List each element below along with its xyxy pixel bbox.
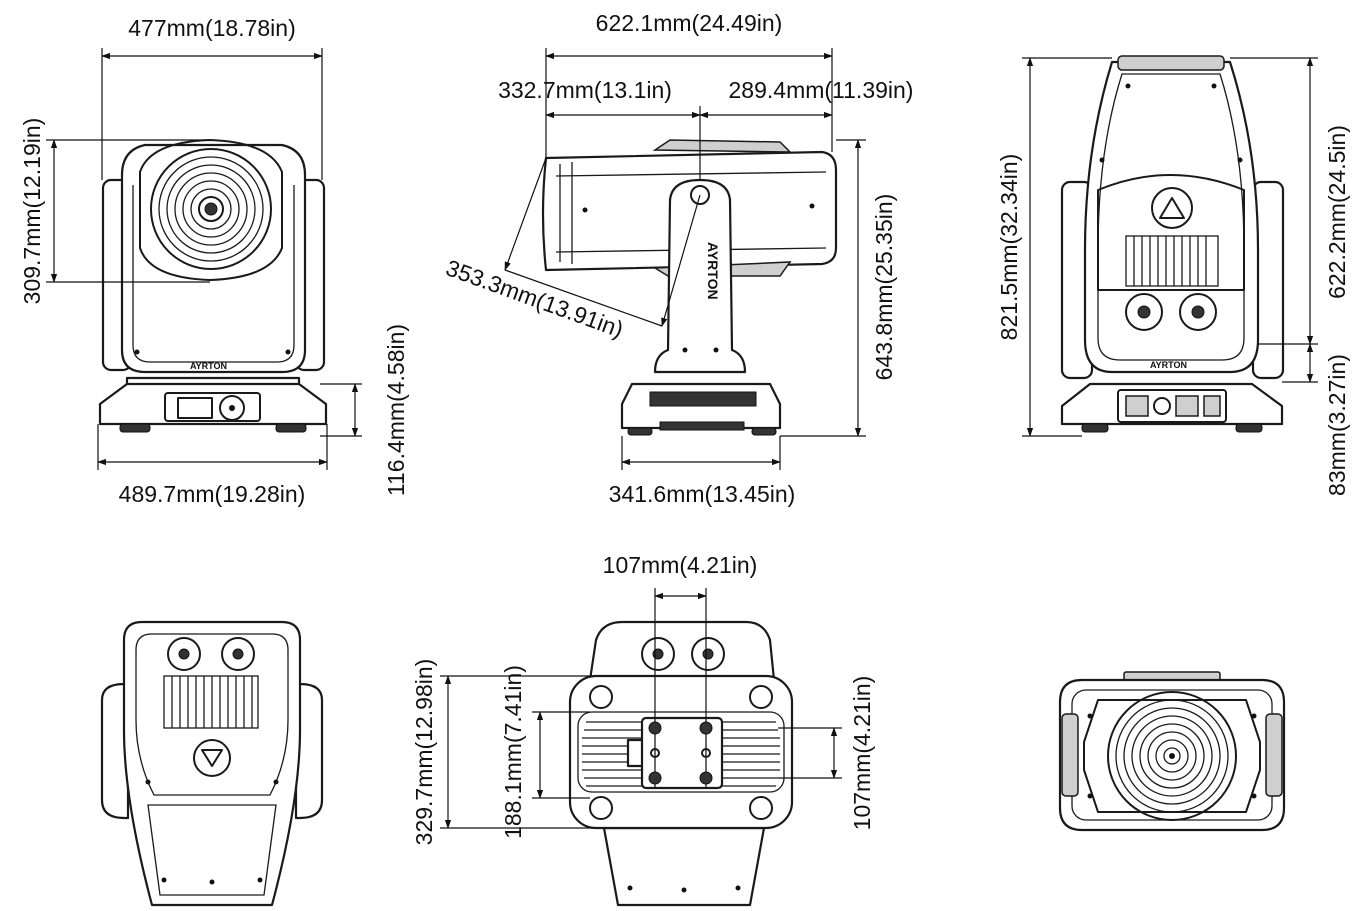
lens-end-view xyxy=(1058,671,1286,832)
side-rear-length-label: 289.4mm(11.39in) xyxy=(729,77,914,103)
rear-lower-height-label: 83mm(3.27in) xyxy=(1324,354,1350,496)
bottom-dimensions xyxy=(440,588,842,829)
side-overall-length-label: 622.1mm(24.49in) xyxy=(596,10,783,36)
bottom-inner-length-label: 188.1mm(7.41in) xyxy=(500,665,526,839)
front-view: AYRTON xyxy=(98,139,328,433)
brand-logo-rear: AYRTON xyxy=(1150,360,1187,370)
front-width-label: 477mm(18.78in) xyxy=(128,15,295,41)
front-base-width-label: 489.7mm(19.28in) xyxy=(119,481,306,507)
bottom-base-length-label: 329.7mm(12.98in) xyxy=(411,659,437,846)
bottom-clamp-spacing-h-label: 107mm(4.21in) xyxy=(603,552,758,578)
dimension-labels: 477mm(18.78in) 309.7mm(12.19in) 489.7mm(… xyxy=(19,10,1350,845)
rear-overall-height-label: 821.5mm(32.34in) xyxy=(996,154,1022,341)
brand-logo-side: AYRTON xyxy=(705,242,721,300)
side-base-depth-label: 341.6mm(13.45in) xyxy=(609,481,796,507)
side-height-label: 643.8mm(25.35in) xyxy=(871,194,897,381)
rear-dimensions xyxy=(1022,57,1318,437)
brand-logo-front: AYRTON xyxy=(190,361,227,371)
rear-upper-height-label: 622.2mm(24.5in) xyxy=(1324,125,1350,299)
front-dimensions xyxy=(46,48,362,470)
front-lens-height-label: 309.7mm(12.19in) xyxy=(19,118,45,305)
bottom-view xyxy=(568,620,794,907)
front-base-height-label: 116.4mm(4.58in) xyxy=(383,324,409,496)
rear-view: AYRTON xyxy=(1060,55,1285,433)
bottom-clamp-spacing-v-label: 107mm(4.21in) xyxy=(849,676,875,831)
side-front-length-label: 332.7mm(13.1in) xyxy=(498,77,672,103)
side-dimensions xyxy=(504,48,866,470)
side-view: AYRTON xyxy=(541,139,838,436)
top-view xyxy=(100,620,324,907)
